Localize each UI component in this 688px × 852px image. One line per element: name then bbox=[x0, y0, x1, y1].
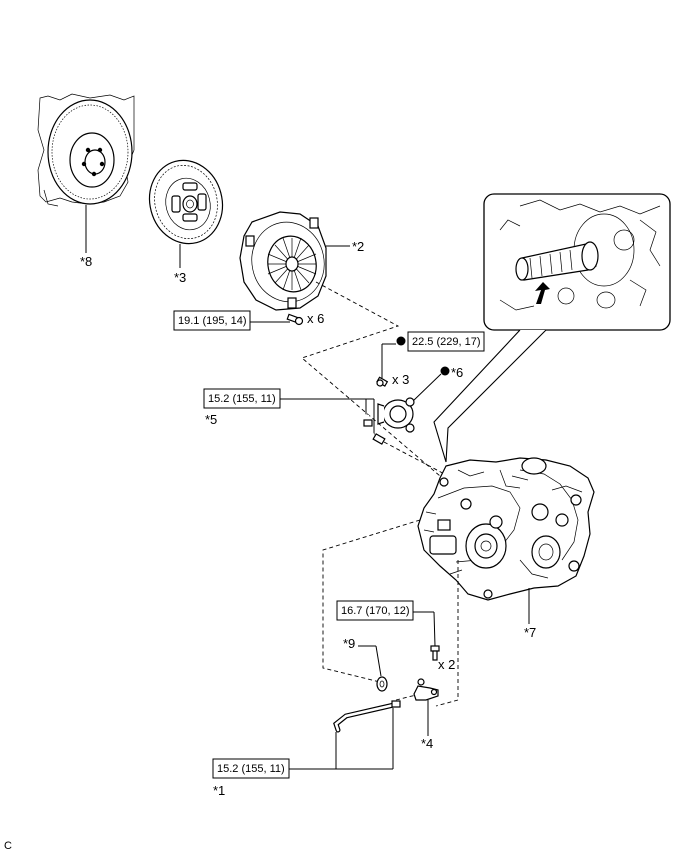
line-bracket-icon bbox=[413, 678, 439, 701]
release-cylinder-icon bbox=[377, 397, 415, 433]
count-x2: x 2 bbox=[438, 657, 455, 672]
clutch-line-lower-icon bbox=[333, 700, 401, 733]
cylinder-bolt-icon bbox=[376, 376, 389, 387]
cover-bolt-icon bbox=[286, 313, 304, 326]
count-x6: x 6 bbox=[307, 311, 324, 326]
callout-4: *4 bbox=[421, 736, 433, 751]
torque-line-lower: 15.2 (155, 11) bbox=[217, 763, 285, 775]
bullet-icon bbox=[440, 366, 450, 376]
clutch-disc-icon bbox=[148, 159, 224, 245]
callout-1: *1 bbox=[213, 783, 225, 798]
torque-release-cylinder: 22.5 (229, 17) bbox=[412, 336, 481, 348]
torque-cover: 19.1 (195, 14) bbox=[178, 315, 247, 327]
transaxle-icon bbox=[417, 457, 595, 601]
callout-7: *7 bbox=[524, 625, 536, 640]
callout-3: *3 bbox=[174, 270, 186, 285]
detail-inset-icon bbox=[483, 193, 671, 331]
callout-8: *8 bbox=[80, 254, 92, 269]
callout-2: *2 bbox=[352, 239, 364, 254]
torque-line-upper: 15.2 (155, 11) bbox=[208, 393, 276, 405]
clutch-line-upper-icon bbox=[336, 410, 386, 445]
callout-9: *9 bbox=[343, 636, 355, 651]
callout-5: *5 bbox=[205, 412, 217, 427]
clip-icon bbox=[376, 676, 388, 692]
flywheel-icon bbox=[37, 93, 135, 207]
bracket-bolt-icon bbox=[430, 645, 440, 661]
bullet-icon bbox=[396, 336, 406, 346]
callout-6: *6 bbox=[451, 365, 463, 380]
clutch-cover-icon bbox=[239, 211, 327, 311]
count-x3: x 3 bbox=[392, 372, 409, 387]
corner-code: C bbox=[4, 840, 12, 852]
torque-bracket: 16.7 (170, 12) bbox=[341, 605, 410, 617]
arrow-up-icon bbox=[535, 282, 550, 304]
